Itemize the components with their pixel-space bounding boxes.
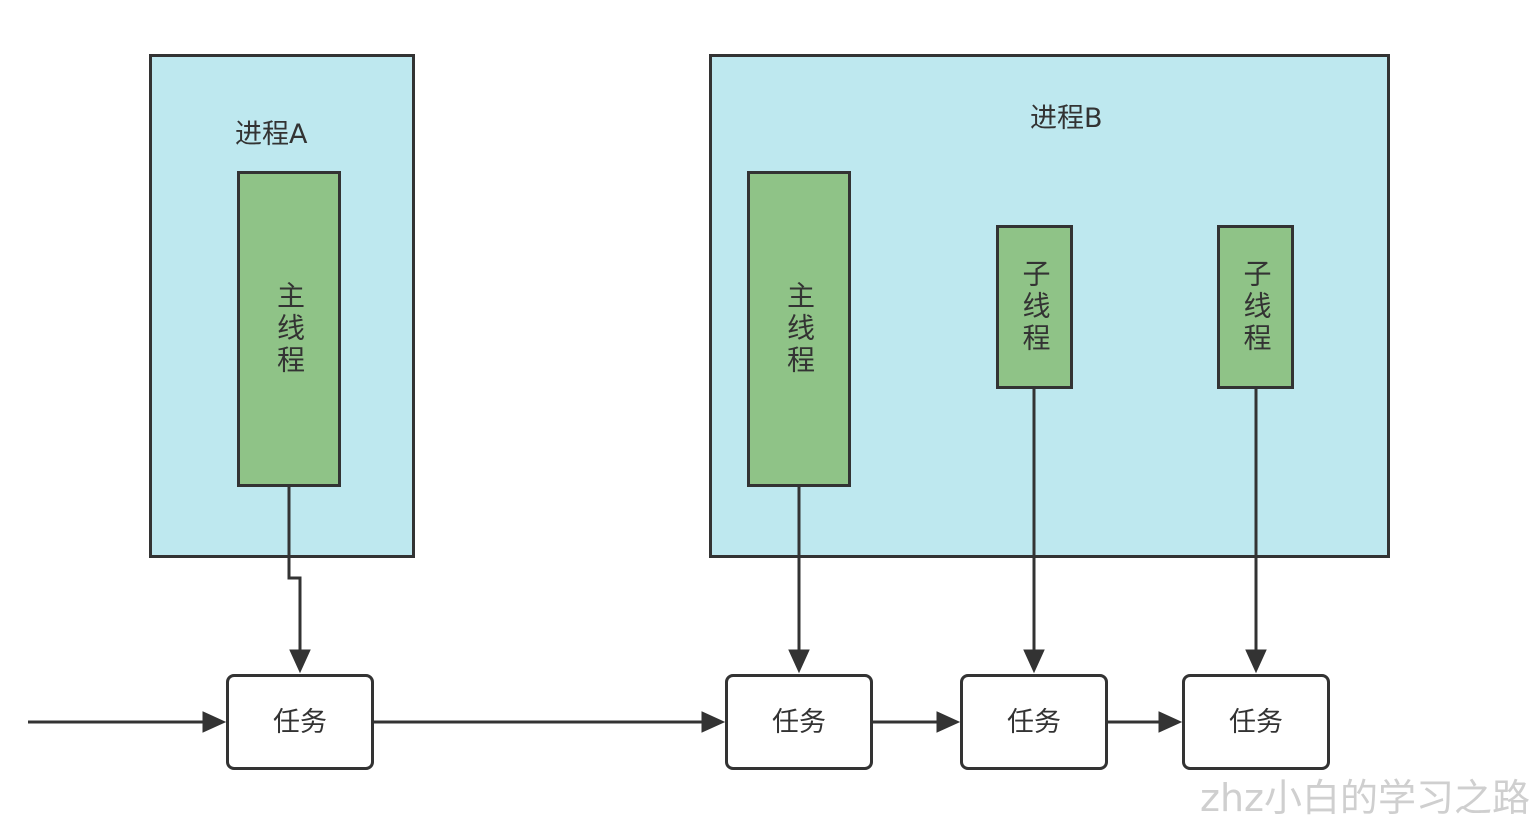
child-thread-2-label: 子线程 [1239,259,1273,355]
process-b-main-thread-label: 主线程 [783,281,816,377]
task-4-label: 任务 [1229,706,1283,738]
arrow-a-main-to-task1 [287,487,302,650]
task-1: 任务 [226,674,374,770]
process-a-main-thread: 主线程 [237,171,341,487]
process-a-main-thread-label: 主线程 [273,281,306,377]
task-3: 任务 [960,674,1108,770]
task-3-label: 任务 [1007,706,1061,738]
process-b-child-thread-1: 子线程 [996,225,1073,389]
task-1-label: 任务 [273,706,327,738]
process-b-label: 进程B [1030,103,1103,134]
task-2-label: 任务 [772,706,826,738]
watermark-text: zhz小白的学习之路 [1200,776,1530,820]
child-thread-1-label: 子线程 [1018,259,1052,355]
task-4: 任务 [1182,674,1330,770]
task-2: 任务 [725,674,873,770]
process-b-child-thread-2: 子线程 [1217,225,1294,389]
process-a-label: 进程A [235,119,308,150]
process-b-main-thread: 主线程 [747,171,851,487]
